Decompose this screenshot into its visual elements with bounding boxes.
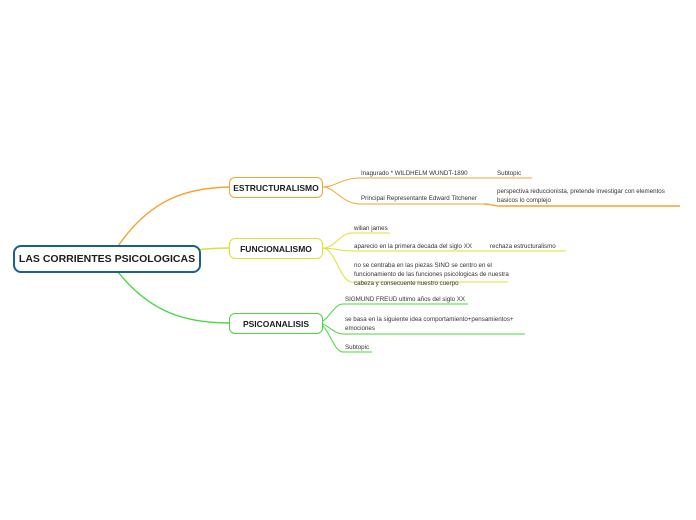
link-root-estructuralismo bbox=[117, 186, 230, 247]
subtopic-aparecio[interactable]: aparecio en la primera decada del siglo … bbox=[354, 243, 472, 250]
subtopic-rechaza[interactable]: rechaza estructuralismo bbox=[490, 243, 556, 250]
subtopic-inaugurado-child[interactable]: Subtopic bbox=[497, 170, 522, 177]
link-func-item2 bbox=[322, 247, 475, 252]
subtopic-psic-subtopic[interactable]: Subtopic bbox=[345, 344, 370, 351]
subtopic-se-basa[interactable]: se basa en la siguiente idea comportamie… bbox=[345, 316, 514, 332]
link-func-item3 bbox=[322, 247, 508, 283]
link-root-psicoanalisis bbox=[117, 271, 230, 324]
root-topic[interactable]: LAS CORRIENTES PSICOLOGICAS bbox=[13, 245, 201, 273]
subtopic-principal-child[interactable]: perspectiva reduccionista, pretende inve… bbox=[497, 188, 665, 204]
topic-estructuralismo[interactable]: ESTRUCTURALISMO bbox=[229, 177, 323, 198]
subtopic-no-se-centraba[interactable]: no se centraba en las piezas SINO se cen… bbox=[354, 262, 509, 287]
link-estr-inaugurado bbox=[322, 177, 474, 188]
subtopic-principal[interactable]: Principal Representante Edward Titchener bbox=[361, 195, 477, 202]
subtopic-sigmund-freud[interactable]: SIGMUND FREUD ultimo años del siglo XX bbox=[345, 296, 466, 303]
topic-psicoanalisis[interactable]: PSICOANALISIS bbox=[229, 313, 323, 334]
link-estr-principal bbox=[322, 186, 484, 205]
link-principal-sub bbox=[483, 203, 680, 207]
topic-funcionalismo[interactable]: FUNCIONALISMO bbox=[229, 238, 323, 259]
link-func-item1 bbox=[322, 232, 390, 249]
subtopic-wilian-james[interactable]: wilian james bbox=[354, 225, 388, 232]
subtopic-inaugurado[interactable]: Inagurado * WILDHELM WUNDT-1890 bbox=[361, 170, 468, 177]
